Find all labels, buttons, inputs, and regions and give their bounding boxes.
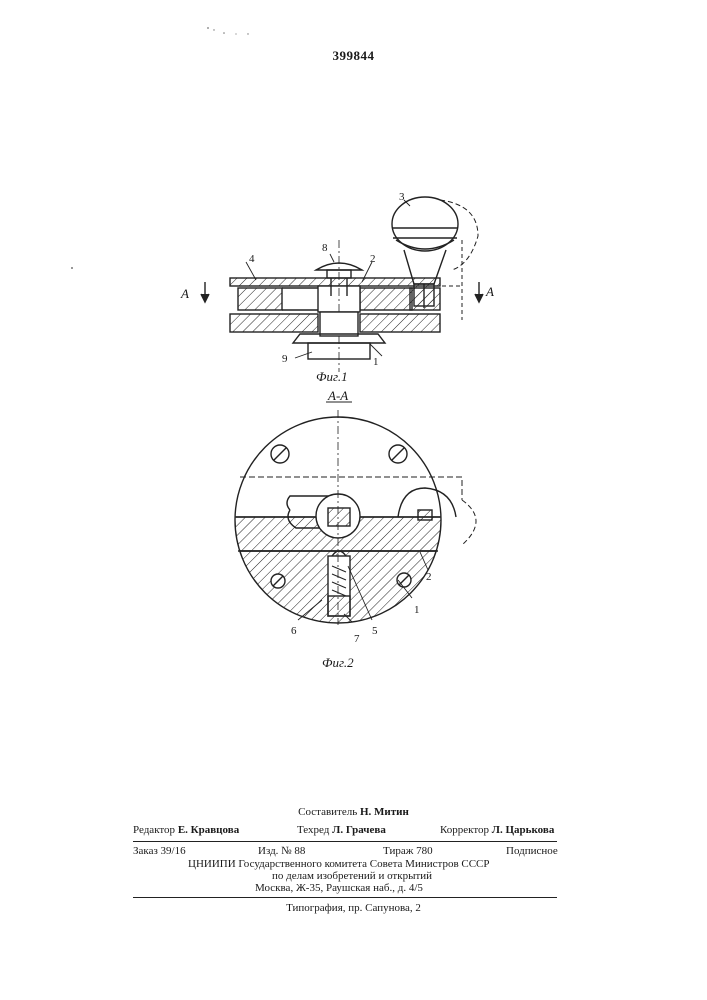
order-number: Заказ 39/16	[133, 845, 186, 857]
org-line-1: ЦНИИПИ Государственного комитета Совета …	[188, 858, 490, 870]
circulation: Тираж 780	[383, 845, 433, 857]
section-mark-right: A	[485, 284, 494, 299]
footer-divider-bottom	[133, 897, 557, 898]
subscription: Подписное	[506, 845, 558, 857]
fig1-label-2: 2	[370, 253, 376, 265]
org-line-3: Москва, Ж-35, Раушская наб., д. 4/5	[255, 882, 423, 894]
figure-1-caption: Фиг.1	[316, 369, 348, 384]
compiler-name: Н. Митин	[360, 806, 409, 818]
org-line-2: по делам изобретений и открытий	[272, 870, 432, 882]
scan-marks	[71, 27, 249, 269]
figure-1-drawing	[201, 197, 483, 372]
figure-2-drawing	[230, 402, 476, 631]
section-mark-left: A	[180, 286, 189, 301]
fig1-label-1: 1	[373, 356, 379, 368]
fig1-label-8: 8	[322, 242, 328, 254]
section-title: А-А	[327, 388, 348, 403]
fig2-label-2: 2	[426, 571, 432, 583]
corrector-label: Корректор	[440, 824, 489, 836]
fig1-label-3: 3	[399, 191, 405, 203]
corrector-name: Л. Царькова	[492, 824, 555, 836]
techeditor-label: Техред	[297, 824, 329, 836]
figure-2-caption: Фиг.2	[322, 655, 354, 670]
edition-number: Изд. № 88	[258, 845, 305, 857]
corrector-line: Корректор Л. Царькова	[440, 824, 554, 836]
fig2-label-5: 5	[372, 625, 378, 637]
compiler-line: Составитель Н. Митин	[0, 806, 707, 818]
editor-name: Е. Кравцова	[178, 824, 239, 836]
compiler-label: Составитель	[298, 806, 357, 818]
footer-divider-top	[133, 841, 557, 842]
fig2-label-7: 7	[354, 633, 360, 645]
techeditor-name: Л. Грачева	[332, 824, 386, 836]
fig1-label-9: 9	[282, 353, 288, 365]
fig1-label-4: 4	[249, 253, 255, 265]
fig2-label-1: 1	[414, 604, 420, 616]
editor-label: Редактор	[133, 824, 175, 836]
editor-line: Редактор Е. Кравцова	[133, 824, 239, 836]
techeditor-line: Техред Л. Грачева	[297, 824, 386, 836]
printer-line: Типография, пр. Сапунова, 2	[0, 902, 707, 914]
fig2-label-6: 6	[291, 625, 297, 637]
